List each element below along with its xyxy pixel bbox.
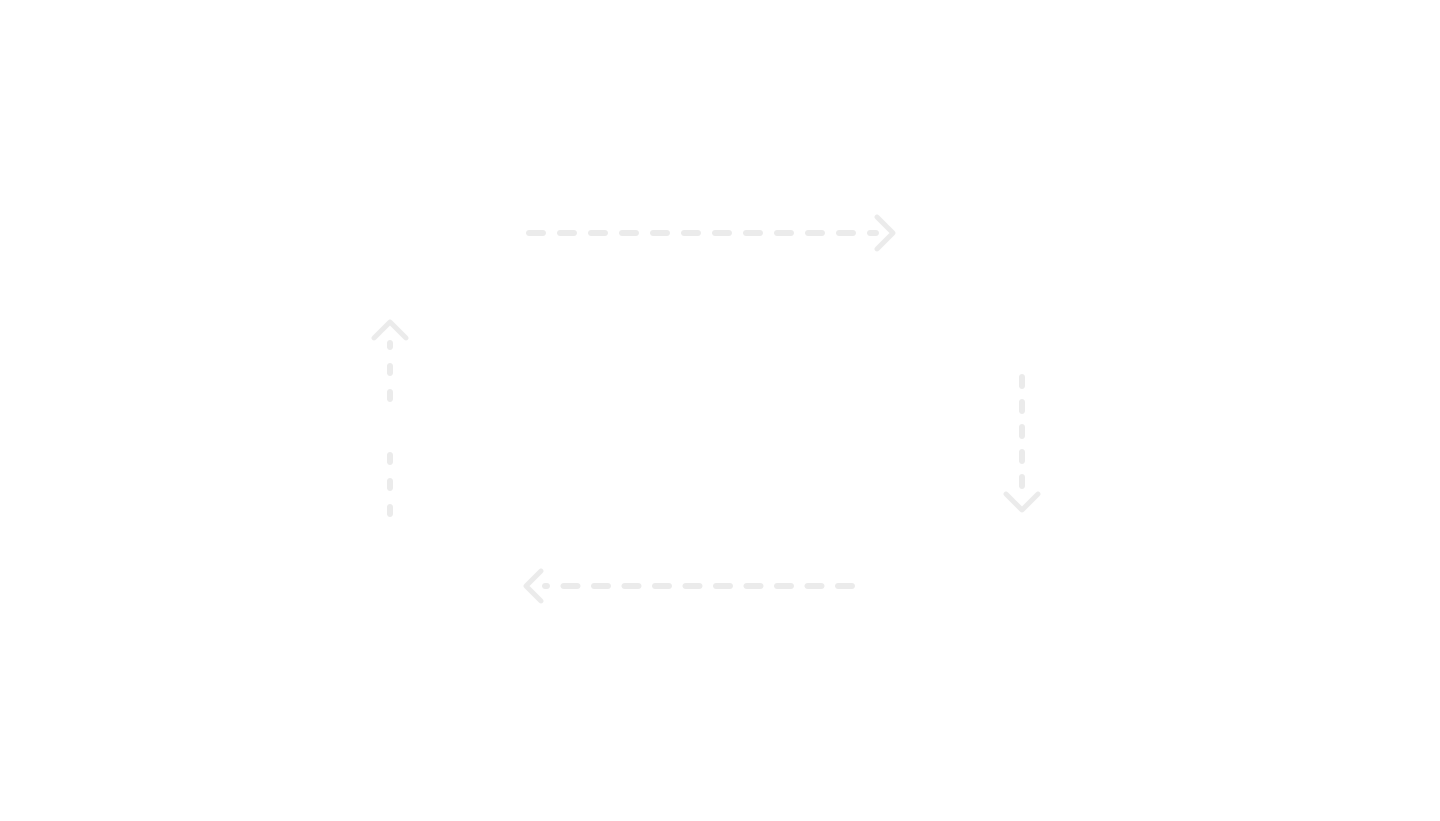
arrow-bottom-head-icon <box>523 568 544 604</box>
arrow-left-up <box>371 319 409 517</box>
arrow-right-down <box>1003 374 1041 513</box>
arrow-bottom-left <box>523 568 855 604</box>
arrow-right-head-icon <box>1003 491 1041 513</box>
arrow-left-head-icon <box>371 319 409 341</box>
arrow-top-head-icon <box>874 214 896 252</box>
arrow-top-right <box>526 214 896 252</box>
